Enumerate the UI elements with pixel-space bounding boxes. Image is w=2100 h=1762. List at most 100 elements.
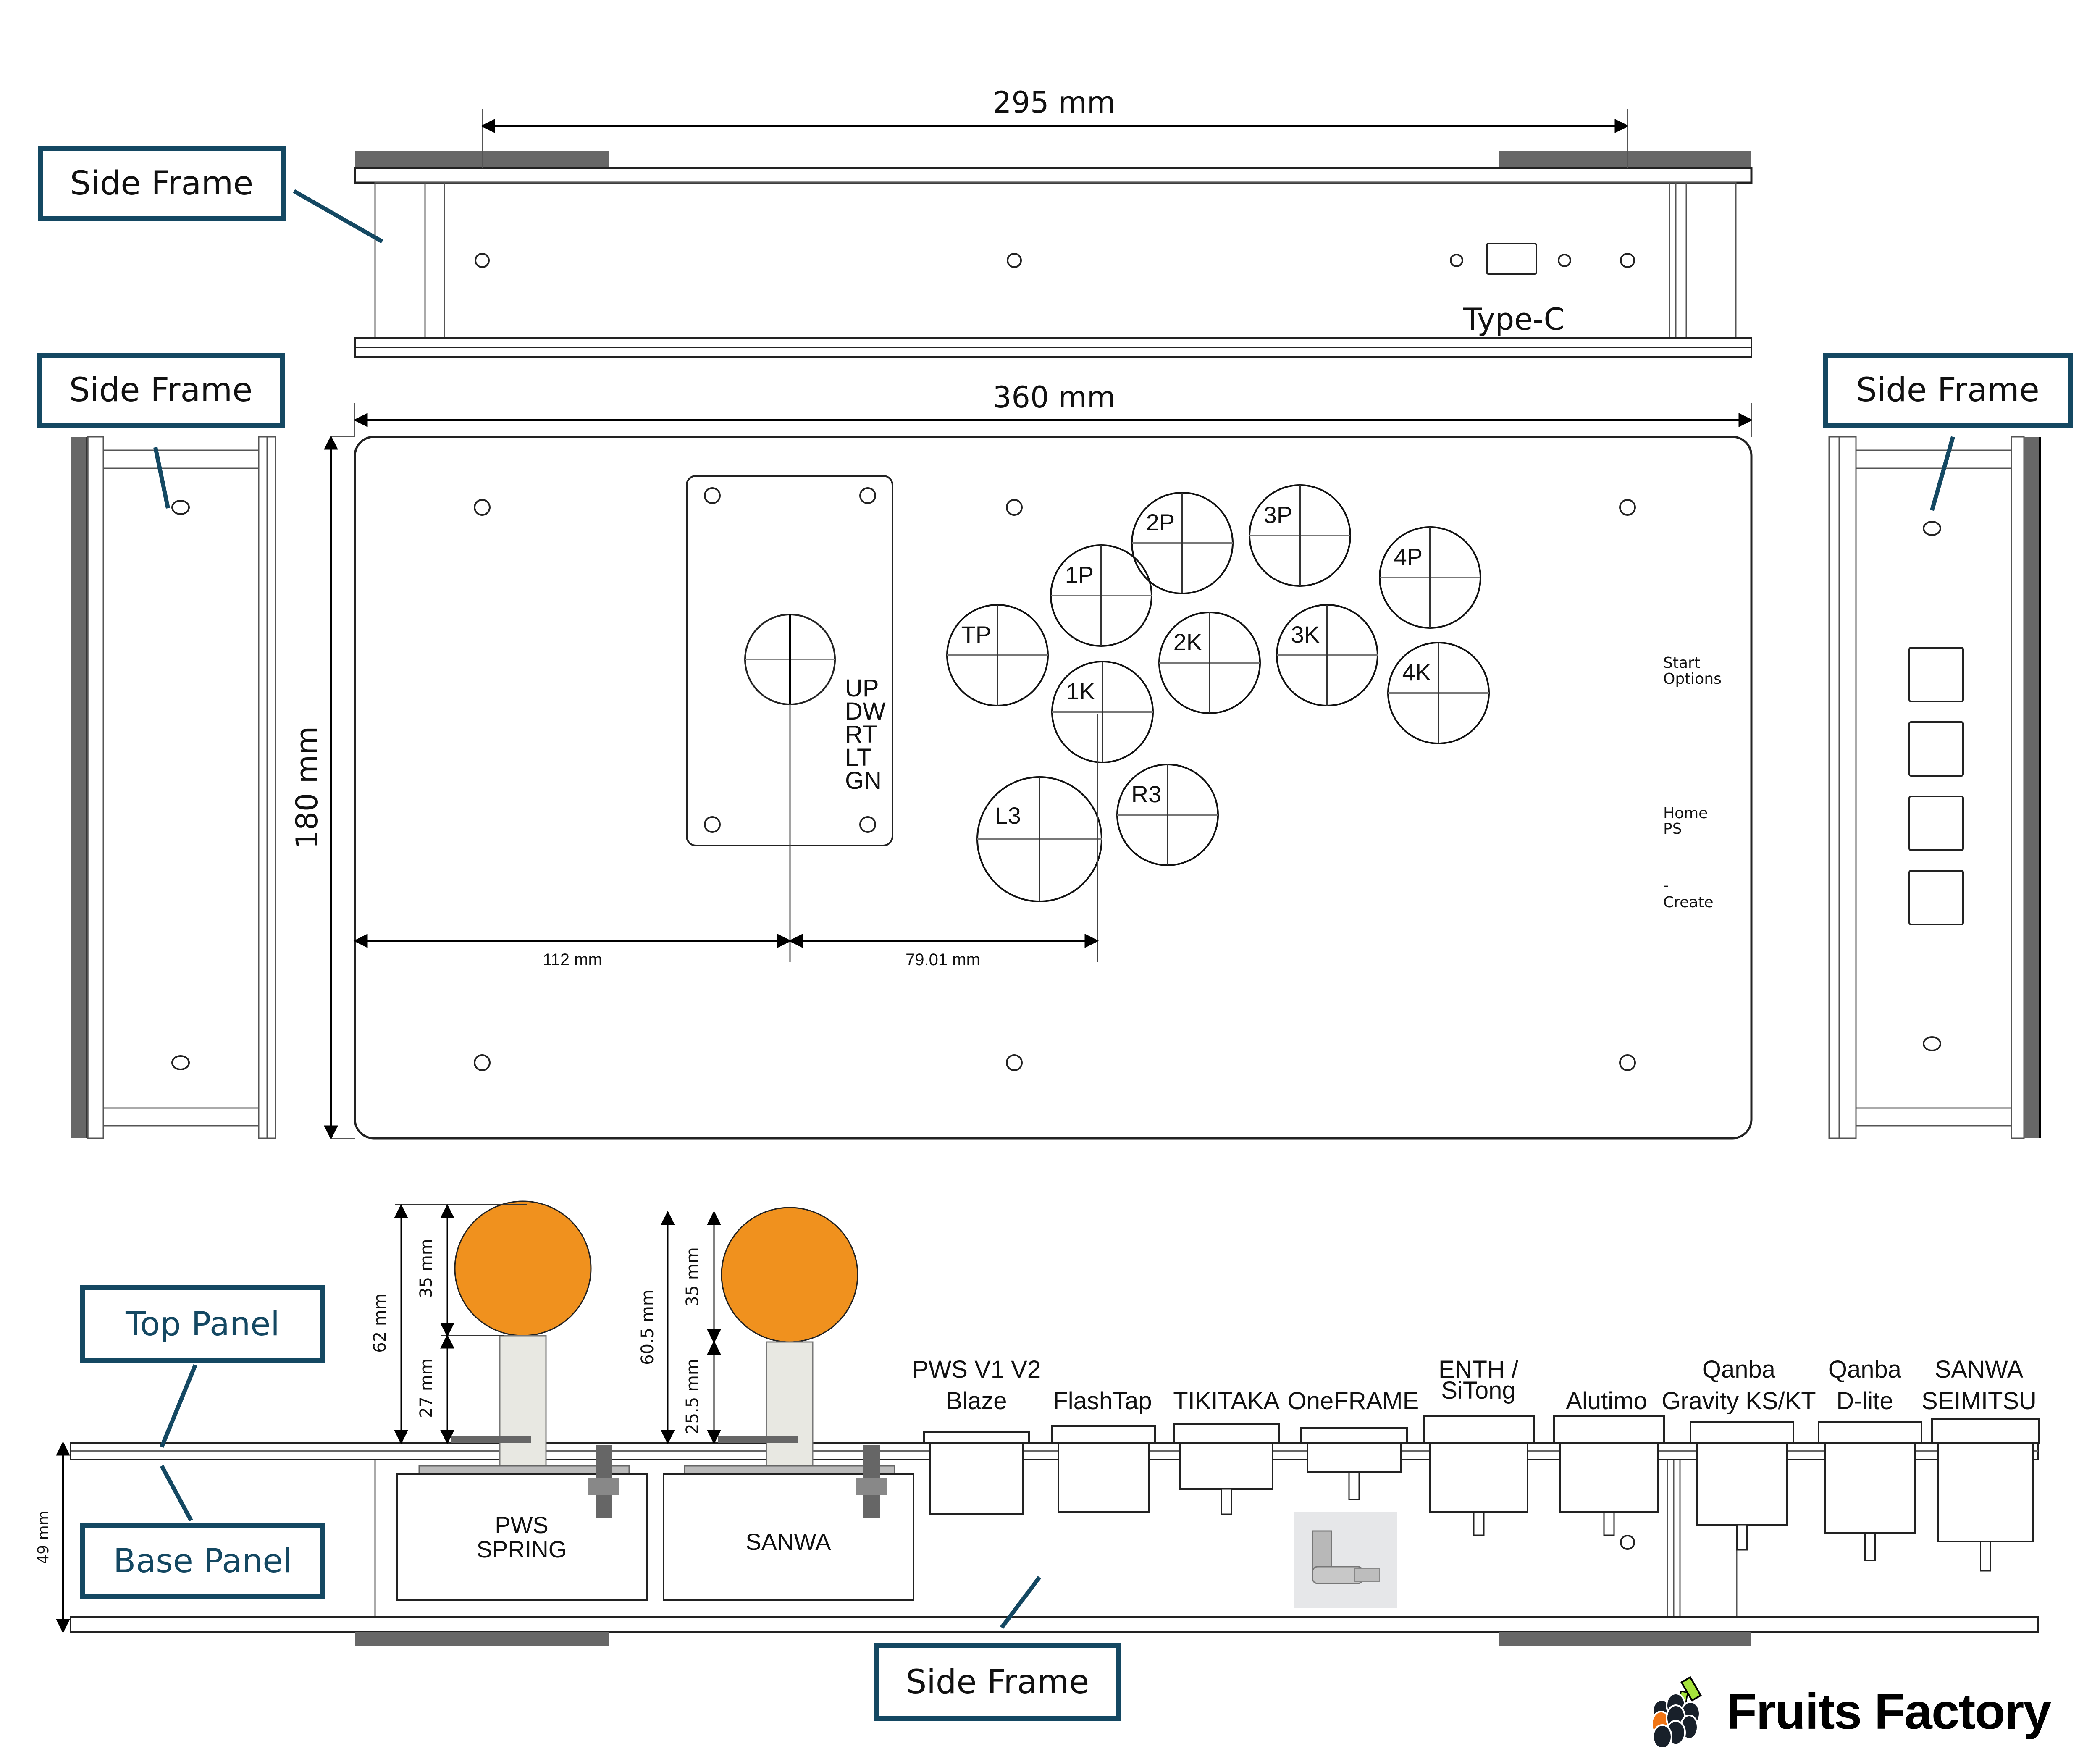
- front-section-view: 49 mm PWS SPRING 62 mm 35 mm 27 mm: [35, 1200, 2040, 1646]
- brand-label-line2: Gravity KS/KT: [1662, 1387, 1816, 1415]
- screw-hole: [1450, 254, 1463, 267]
- brand-label-line1: Qanba: [1828, 1356, 1902, 1383]
- top-panel-layout: 360 mm 180 mm UP DW RT LT GN: [290, 380, 1753, 1140]
- create-label: Create: [1663, 894, 1714, 911]
- function-button-switch: [1908, 796, 1964, 851]
- brand-profile-sitong: ENTH /SiTong: [1423, 1356, 1535, 1536]
- function-button-switch: [1908, 647, 1964, 702]
- button-label: L3: [995, 802, 1021, 829]
- rear-width-label: 295 mm: [993, 85, 1116, 120]
- button-label: 3P: [1264, 502, 1293, 528]
- button-label: 1P: [1065, 562, 1094, 588]
- brand-label-line2: SiTong: [1441, 1377, 1515, 1404]
- pws-ball-label: 35 mm: [417, 1239, 436, 1298]
- pin-right: RT: [845, 721, 877, 748]
- pws-ball-top: [454, 1200, 592, 1337]
- l-connector-photo: [1294, 1512, 1397, 1608]
- screw-hole: [475, 253, 490, 268]
- button-2k: 2K: [1158, 612, 1261, 714]
- screw-hole: [1923, 1036, 1941, 1051]
- screw-hole: [1923, 521, 1941, 536]
- mount-hole: [1619, 499, 1636, 516]
- pin-left: LT: [845, 744, 872, 771]
- button-label: 2K: [1173, 629, 1202, 655]
- callout-side-frame-front: Side Frame: [874, 1643, 1121, 1721]
- home-label: Home: [1663, 805, 1708, 822]
- callout-base-panel: Base Panel: [80, 1523, 326, 1599]
- brand-profile-seimitsu: SANWA SEIMITSU: [1922, 1356, 2040, 1572]
- brand-profile-alutimo: Alutimo: [1553, 1387, 1665, 1536]
- sanwa-ball-label: 35 mm: [683, 1247, 702, 1307]
- mount-hole: [1619, 1054, 1636, 1071]
- sanwa-lever: SANWA 60.5 mm 35 mm 25.5 mm: [638, 1207, 914, 1601]
- brand-label-line2: Alutimo: [1566, 1387, 1647, 1415]
- button-3p: 3P: [1249, 484, 1351, 587]
- section-base-panel: [70, 1616, 2039, 1633]
- button-1k: 1K: [1051, 661, 1154, 763]
- button-label: 2P: [1146, 509, 1175, 536]
- pin-ground: GN: [845, 767, 882, 794]
- rear-top-panel: [354, 167, 1753, 184]
- brand-logo: Fruits Factory: [1651, 1676, 2051, 1747]
- button-4p: 4P: [1379, 526, 1481, 629]
- callout-side-frame-right: Side Frame: [1823, 353, 2073, 428]
- screw-hole: [1620, 253, 1635, 268]
- function-labels: Start Options Home PS - Create: [1663, 654, 1722, 911]
- grape-logo-icon: [1651, 1676, 1702, 1747]
- function-button-switch: [1908, 721, 1964, 777]
- brand-label-line2: TIKITAKA: [1173, 1387, 1280, 1415]
- pin-down: DW: [845, 698, 886, 725]
- total-width-label: 360 mm: [993, 380, 1116, 415]
- button-4k: 4K: [1387, 642, 1490, 744]
- options-label: Options: [1663, 670, 1722, 688]
- brand-label-line2: SEIMITSU: [1922, 1387, 2037, 1415]
- button-3k: 3K: [1276, 604, 1378, 706]
- sanwa-ball-top: [721, 1207, 858, 1343]
- pin-up: UP: [845, 675, 879, 702]
- function-button-switch: [1908, 870, 1964, 925]
- sanwa-label: SANWA: [746, 1528, 831, 1555]
- mount-hole: [1006, 499, 1023, 516]
- rear-view: Type-C 295 mm: [354, 85, 1753, 358]
- callout-side-frame-left: Side Frame: [37, 353, 285, 428]
- brand-profile-tikitaka: TIKITAKA: [1173, 1387, 1280, 1515]
- type-c-label: Type-C: [1463, 302, 1565, 337]
- brand-label-line1: ENTH /: [1438, 1356, 1519, 1383]
- brand-name: Fruits Factory: [1726, 1683, 2051, 1740]
- brand-profile-oneframe: OneFRAME: [1288, 1387, 1419, 1500]
- button-r3: R3: [1116, 764, 1219, 866]
- rear-foot-right: [1499, 151, 1751, 168]
- screw-hole: [1007, 253, 1022, 268]
- brand-profile-flashtap: FlashTap: [1051, 1387, 1156, 1513]
- pws-label-line1: PWS: [495, 1512, 549, 1538]
- mount-hole: [474, 499, 491, 516]
- start-label: Start: [1663, 654, 1700, 672]
- lever-offset-label: 112 mm: [543, 951, 602, 969]
- screw-hole: [1558, 254, 1571, 267]
- pws-shaft: [499, 1335, 547, 1469]
- brand-label-line2: Blaze: [946, 1387, 1007, 1415]
- action-buttons: 2P 3P 1P 4P TP 2K 3K 1K 4K L3 R3: [946, 484, 1490, 902]
- front-foot-left: [355, 1632, 609, 1646]
- brand-label-line2: FlashTap: [1053, 1387, 1152, 1415]
- sanwa-total-label: 60.5 mm: [638, 1289, 657, 1365]
- callout-top-panel: Top Panel: [80, 1285, 326, 1363]
- button-1p: 1P: [1050, 544, 1152, 647]
- mount-hole: [474, 1054, 491, 1071]
- pws-label-line2: SPRING: [477, 1536, 567, 1562]
- depth-label: 180 mm: [290, 726, 324, 849]
- minus-label: -: [1663, 877, 1669, 894]
- button-label: TP: [961, 621, 992, 648]
- left-side-view: [71, 436, 276, 1139]
- front-foot-right: [1499, 1632, 1751, 1646]
- brand-label-line2: D-lite: [1836, 1387, 1893, 1415]
- sanwa-shaft-label: 25.5 mm: [683, 1359, 702, 1434]
- brand-label-line1: PWS V1 V2: [912, 1356, 1041, 1383]
- pws-total-label: 62 mm: [370, 1293, 390, 1353]
- brand-profile-blaze: PWS V1 V2 Blaze: [912, 1356, 1041, 1515]
- brand-label-line1: SANWA: [1935, 1356, 2024, 1383]
